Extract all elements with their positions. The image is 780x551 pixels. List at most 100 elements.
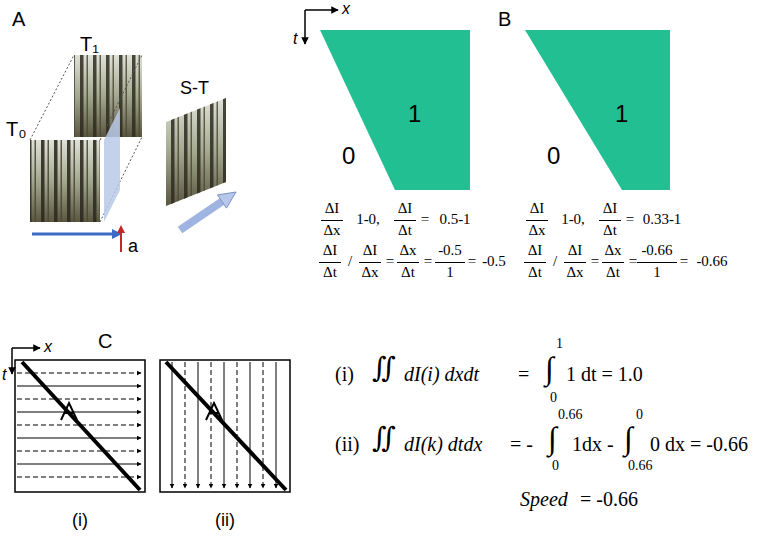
drawing-path (61, 403, 77, 420)
drawing-line (276, 362, 277, 488)
subfigure-label: (ii) (215, 510, 235, 531)
equation-term: 1 (653, 264, 661, 281)
drawing-line (100, 55, 142, 140)
drawing-line (250, 362, 251, 488)
drawing-line (22, 362, 140, 490)
drawing-line (599, 220, 621, 221)
bright-region (525, 30, 670, 190)
drawing-line (17, 451, 141, 452)
drawing-line (359, 262, 381, 263)
panel-letter: A (12, 8, 25, 31)
drawing-line (319, 262, 341, 263)
drawing-line (602, 262, 624, 263)
drawing-line (237, 362, 238, 488)
equation-term: -0.66 (641, 242, 672, 259)
drawing-line (166, 362, 286, 490)
equals-sign: = (518, 363, 529, 386)
drawing-line (304, 10, 306, 44)
drawing-polygon (166, 98, 226, 206)
drawing-rect (15, 360, 145, 492)
axis-label: x (44, 338, 52, 356)
integrand: dI(i) dxdt (404, 363, 479, 386)
equation-term: ΔI (528, 242, 543, 259)
drawing-line (211, 362, 212, 488)
integrand: dI(k) dtdx (404, 433, 482, 456)
integral-limit: 0 (636, 407, 643, 423)
equation-term: = (591, 253, 599, 270)
drawing-line (17, 386, 141, 387)
region-value: 0 (547, 142, 560, 170)
equation-term: -0.5 (438, 242, 462, 259)
integration-grid-ii (160, 360, 290, 492)
equation-term: ΔI (603, 200, 618, 217)
integral-sign: ∫ (548, 420, 557, 457)
drawing-line (321, 220, 343, 221)
drawing-polygon (218, 192, 237, 208)
drawing-line (305, 9, 338, 11)
drawing-line (394, 220, 416, 221)
equation-term: Δx (323, 222, 340, 239)
space-time-plot: 01 (320, 30, 470, 190)
integral-sign: ∫ (545, 350, 554, 387)
equation-term: 0.33-1 (643, 211, 682, 228)
drawing-line (637, 262, 677, 263)
equation-term: Δx (566, 264, 583, 281)
drawing-line (172, 362, 173, 488)
drawing-rect (30, 140, 100, 222)
frame-label: T₁ (80, 33, 99, 56)
bright-region (320, 30, 470, 190)
equation-term: 1-0, (561, 211, 585, 228)
drawing-line (524, 262, 546, 263)
drawing-line (17, 399, 141, 400)
equation-term: Δt (398, 222, 412, 239)
integration-grid-i (15, 360, 145, 492)
equation-number: (i) (335, 363, 354, 386)
drawing-path (206, 403, 222, 420)
equation-term: ΔI (323, 242, 338, 259)
equation-term: = (424, 253, 432, 270)
drawing-line (17, 373, 141, 374)
space-time-plot: 01 (525, 30, 670, 190)
drawing-rect (160, 360, 290, 492)
drawing-line (180, 202, 222, 231)
drawing-line (435, 262, 465, 263)
equation-term: ΔI (530, 200, 545, 217)
axis-label: a (128, 236, 138, 257)
video-cube (30, 55, 142, 252)
region-value: 1 (615, 100, 628, 128)
integral-sign: ∫ (624, 420, 633, 457)
frame-label: T₀ (6, 118, 27, 141)
equation-term: = - (510, 433, 533, 456)
drawing-rect (30, 140, 100, 222)
equation-term: ΔI (363, 242, 378, 259)
drawing-line (397, 262, 419, 263)
equation-term: Δt (401, 264, 415, 281)
integral-limit: 0 (552, 458, 559, 474)
equation-number: (ii) (335, 433, 359, 456)
integral-sign: ∬ (372, 422, 396, 454)
equation-term: = (386, 253, 394, 270)
equation-term: = (629, 253, 637, 270)
panel-letter: C (98, 330, 112, 353)
equation-term: Δt (606, 264, 620, 281)
region-value: 0 (342, 142, 355, 170)
drawing-line (32, 233, 112, 236)
equation-term: 1 (446, 264, 454, 281)
equation-term: ΔI (325, 200, 340, 217)
integral-limit: 0 (550, 390, 557, 406)
equation-term: / (348, 253, 352, 270)
equation-term: Δx (361, 264, 378, 281)
equation-term: = (626, 211, 634, 228)
drawing-line (17, 477, 141, 478)
axis-label: t (2, 366, 6, 384)
equation-term: 1-0, (356, 211, 380, 228)
axis-label: t (293, 30, 297, 48)
equation-term: = (680, 253, 688, 270)
drawing-polygon (117, 225, 125, 233)
equation-term: 0.5-1 (439, 211, 470, 228)
drawing-line (17, 438, 141, 439)
drawing-line (17, 412, 141, 413)
integral-limit: 1 (556, 336, 563, 352)
equation-term: ΔI (568, 242, 583, 259)
